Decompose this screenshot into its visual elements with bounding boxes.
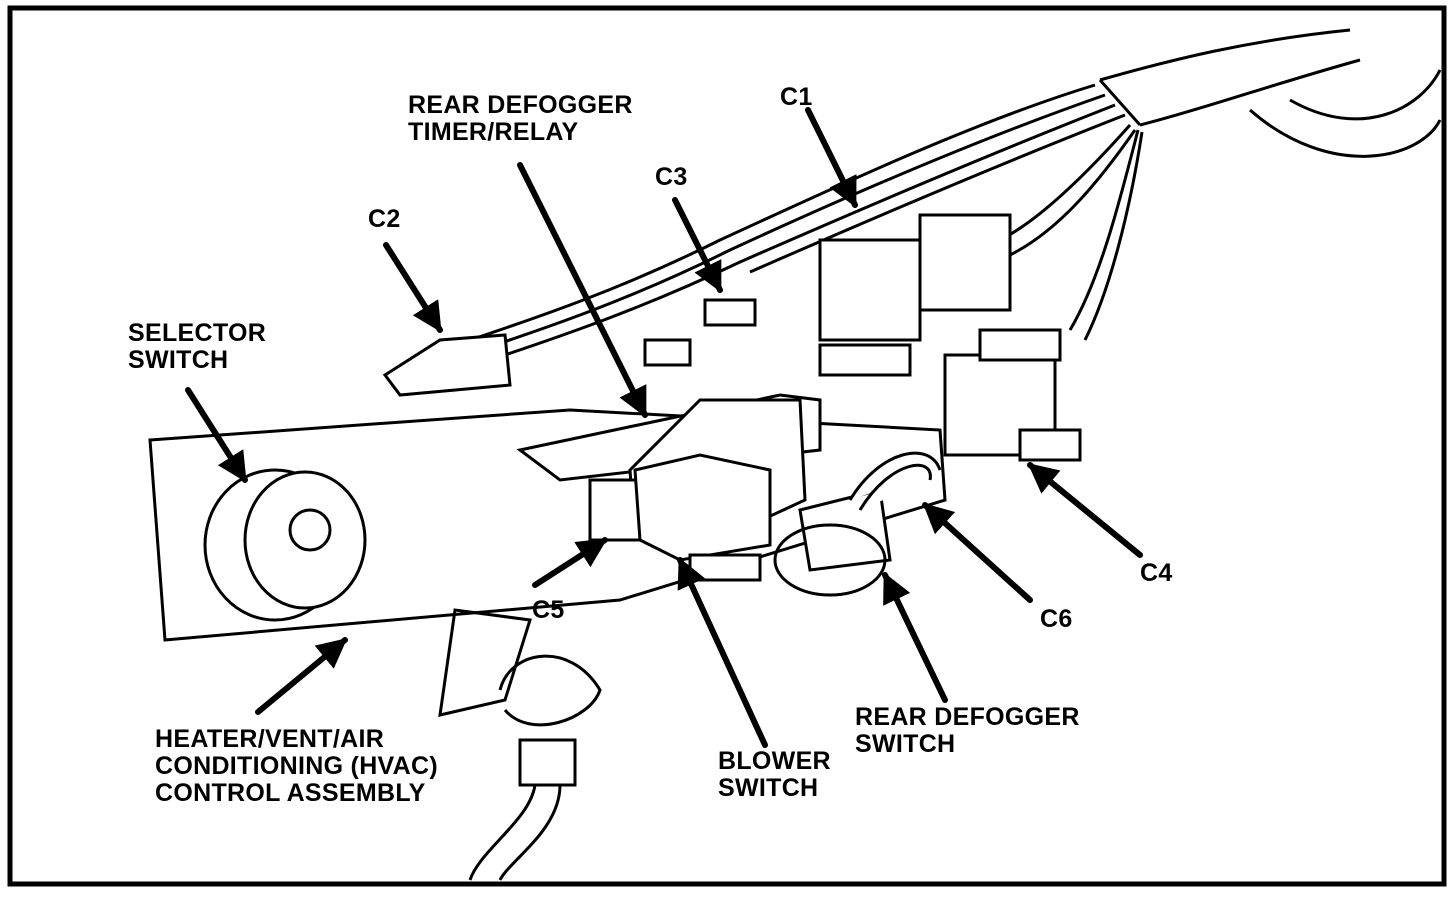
arrow-selector: [185, 387, 248, 483]
label-blower-switch: BLOWER SWITCH: [718, 747, 831, 802]
rear-defogger-switch-shape: [773, 451, 942, 597]
selector-switch-shape: [203, 468, 367, 622]
ground-bracket-shape: [438, 608, 602, 881]
connector-c2-shape: [382, 333, 512, 397]
arrow-c6: [922, 502, 1033, 603]
arrow-timer-relay: [517, 162, 648, 418]
label-c5: C5: [532, 596, 565, 624]
label-rear-defogger-timer-relay: REAR DEFOGGER TIMER/RELAY: [408, 91, 633, 146]
connector-c1-shape: [818, 213, 1012, 377]
pointer-arrows: [185, 107, 1143, 748]
blower-switch-shape: [633, 453, 772, 582]
label-c3: C3: [655, 163, 688, 191]
arrow-c1: [805, 107, 858, 208]
arrow-hvac: [255, 637, 348, 715]
label-c6: C6: [1040, 605, 1073, 633]
arrow-c4: [1027, 462, 1143, 558]
connector-c4-shape: [943, 328, 1082, 462]
arrow-blower: [677, 557, 768, 748]
arrow-rear-defogger-switch: [882, 572, 948, 703]
label-c1: C1: [780, 83, 813, 111]
arrow-c5: [532, 537, 608, 588]
label-c4: C4: [1140, 559, 1173, 587]
label-hvac-control-assembly: HEATER/VENT/AIR CONDITIONING (HVAC) CONT…: [155, 725, 438, 807]
frame-border: [7, 5, 1447, 887]
arrow-c3: [672, 197, 723, 293]
label-rear-defogger-switch: REAR DEFOGGER SWITCH: [855, 703, 1080, 758]
label-selector-switch: SELECTOR SWITCH: [128, 319, 267, 374]
connector-c3-shape: [643, 298, 757, 367]
wiring-harness: [469, 28, 1442, 362]
label-c2: C2: [368, 205, 401, 233]
arrow-c2: [383, 242, 443, 333]
